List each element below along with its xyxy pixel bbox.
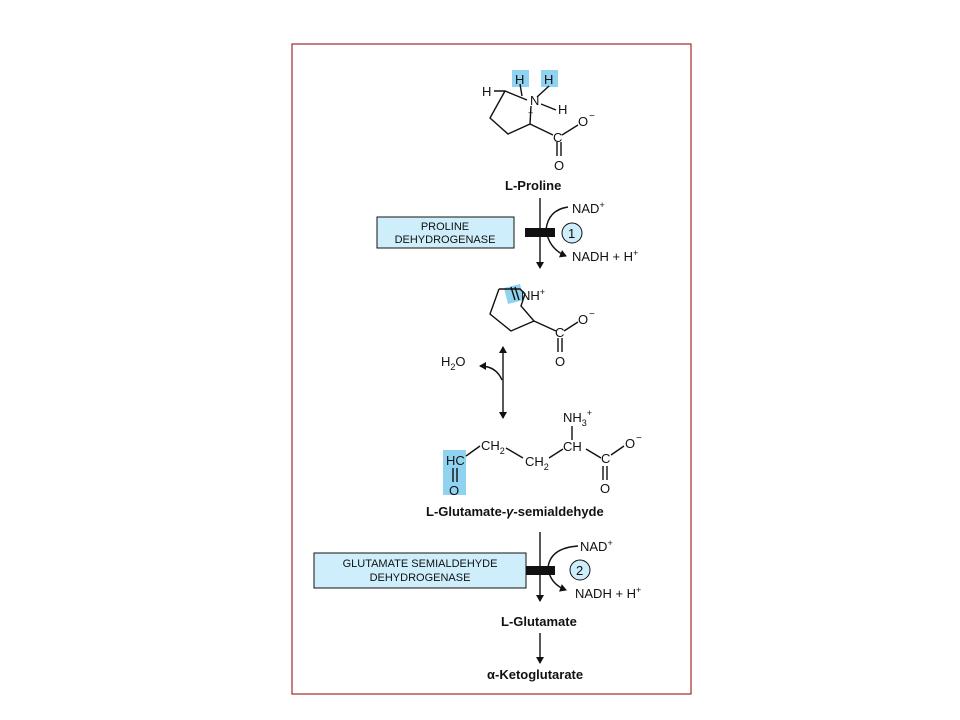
semialdehyde-bond-1 xyxy=(465,445,481,457)
proline-h-highlighted-1: H xyxy=(515,72,524,87)
semialdehyde-ch2-1: CH2 xyxy=(481,438,505,456)
h-highlight-1 xyxy=(512,70,529,87)
semialdehyde-o-double: O xyxy=(600,481,610,496)
step1-reaction: NAD+ 1 NADH + H+ xyxy=(525,198,638,269)
semialdehyde-bond-3 xyxy=(548,448,564,459)
semialdehyde-bond-5 xyxy=(610,445,625,456)
aldehyde-highlight xyxy=(443,450,466,495)
proline-c: C xyxy=(553,130,562,145)
semialdehyde-ch2-2: CH2 xyxy=(525,454,549,472)
proline-carboxylate-bonds xyxy=(529,123,579,156)
ketoglutarate-name: α-Ketoglutarate xyxy=(487,667,583,682)
intermediate-c: C xyxy=(555,325,564,340)
semialdehyde-ch: CH xyxy=(563,439,582,454)
proline-o-double: O xyxy=(554,158,564,173)
intermediate-o-double: O xyxy=(555,354,565,369)
intermediate-o-minus: O xyxy=(578,312,588,327)
proline-structure: H H H N + H C O − O xyxy=(482,70,595,173)
semialdehyde-nh3: NH3+ xyxy=(563,408,592,428)
proline-dehydrogenase-line2: DEHYDROGENASE xyxy=(395,234,496,246)
h-highlight-2 xyxy=(541,70,558,87)
proline-h-highlighted-2: H xyxy=(544,72,553,87)
proline-h-left: H xyxy=(482,84,491,99)
step1-nadh: NADH + H+ xyxy=(572,248,638,264)
glutamate-semialdehyde-dehydrogenase-box xyxy=(313,552,527,589)
semialdehyde-o-charge: − xyxy=(636,433,642,444)
semialdehyde-bond-2 xyxy=(505,447,524,459)
semialdehyde-name: L-Glutamate-γ-semialdehyde xyxy=(426,504,604,519)
semialdehyde-bond-4 xyxy=(585,448,602,459)
semialdehyde-o-ald: O xyxy=(449,483,459,498)
semialdehyde-hc: HC xyxy=(446,453,465,468)
proline-ring xyxy=(489,90,532,135)
intermediate-o-charge: − xyxy=(589,309,595,320)
step1-number-circle xyxy=(561,222,583,244)
gsa-dehydrogenase-line2: DEHYDROGENASE xyxy=(370,572,471,584)
semialdehyde-structure: HC O CH2 CH2 CH NH3+ C O − O xyxy=(443,408,642,498)
step2-reaction: NAD+ 2 NADH + H+ xyxy=(525,532,641,602)
proline-h-right: H xyxy=(558,102,567,117)
proline-nh-bonds xyxy=(519,83,557,111)
step2-number: 2 xyxy=(576,563,583,578)
pyrroline-ring xyxy=(489,288,536,332)
proline-n: N xyxy=(530,93,539,108)
glutamate-name: L-Glutamate xyxy=(501,614,577,629)
intermediate-nh: NH+ xyxy=(521,287,545,303)
gsa-dehydrogenase-line1: GLUTAMATE SEMIALDEHYDE xyxy=(343,558,498,570)
pyrroline-carboxylate-structure: NH+ C O − O xyxy=(489,284,595,369)
semialdehyde-carbonyl-bond xyxy=(602,466,608,480)
imine-double-bond xyxy=(510,286,520,301)
proline-o-minus: O xyxy=(578,114,588,129)
proline-name: L-Proline xyxy=(505,178,561,193)
step1-inhibitor-bar xyxy=(525,228,555,237)
step2-number-circle xyxy=(569,559,591,581)
proline-dehydrogenase-line1: PROLINE xyxy=(421,221,469,233)
step1-cofactor-arrow xyxy=(545,206,569,258)
proline-dehydrogenase-box xyxy=(376,216,515,249)
step2-nad: NAD+ xyxy=(580,538,613,554)
step2-inhibitor-bar xyxy=(525,566,555,575)
step1-number: 1 xyxy=(568,226,575,241)
intermediate-carboxylate-bonds xyxy=(533,320,579,352)
proline-o-charge: − xyxy=(589,111,595,122)
water-release-arrow xyxy=(479,362,503,381)
aldehyde-double-bond xyxy=(452,468,458,482)
hydrolysis-step: H2O xyxy=(441,346,507,419)
step2-nadh: NADH + H+ xyxy=(575,585,641,601)
step2-cofactor-arrow xyxy=(547,545,579,592)
water-label: H2O xyxy=(441,354,466,372)
semialdehyde-c: C xyxy=(601,451,610,466)
semialdehyde-o-minus: O xyxy=(625,436,635,451)
step1-nad: NAD+ xyxy=(572,200,605,216)
